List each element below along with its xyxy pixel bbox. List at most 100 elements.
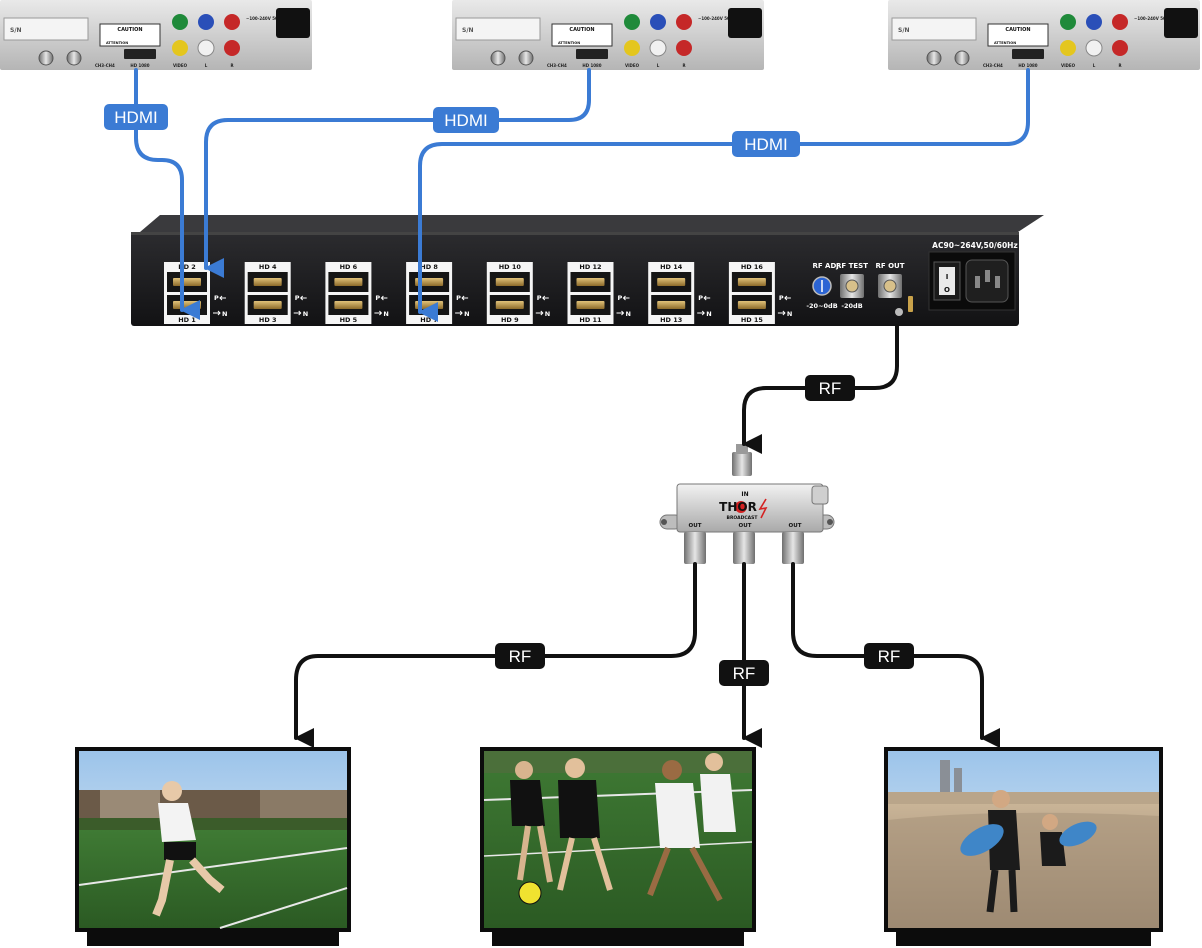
- rf-out-label: RF OUT: [875, 262, 904, 270]
- tv-3: [884, 747, 1163, 946]
- caution-label: CAUTION: [117, 27, 142, 33]
- pn-n-label: N: [303, 310, 308, 318]
- rf-splitter: IN THOR BROADCAST OUT OUT OUT: [659, 444, 835, 564]
- sn-label: S/N: [898, 27, 910, 34]
- pn-n-label: N: [464, 310, 469, 318]
- port-label-top: HD 10: [499, 263, 522, 271]
- channel-label: CH3-CH4: [95, 63, 115, 68]
- rf-cables: [294, 324, 1000, 748]
- svg-text:I: I: [946, 273, 949, 281]
- hdmi-label-1-text: HDMI: [114, 108, 157, 127]
- port-pair-2: HD 4 HD 3 PN: [244, 262, 308, 324]
- audio-left-label: L: [1093, 63, 1096, 68]
- pn-p-label: P: [618, 294, 623, 302]
- port-label-bottom: HD 15: [741, 316, 764, 324]
- audio-right-label: R: [682, 63, 685, 68]
- port-label-bottom: HD 11: [579, 316, 602, 324]
- splitter-out-label-2: OUT: [739, 523, 752, 529]
- hd-port-label: HD 1080: [582, 63, 601, 68]
- audio-left-label: L: [205, 63, 208, 68]
- video-label: VIDEO: [625, 63, 640, 68]
- caution-label: CAUTION: [1005, 27, 1030, 33]
- port-label-top: HD 4: [259, 263, 277, 271]
- hd-port-label: HD 1080: [130, 63, 149, 68]
- hd-port-label: HD 1080: [1018, 63, 1037, 68]
- port-label-top: HD 14: [660, 263, 683, 271]
- hdmi-label-3: HDMI: [732, 131, 800, 157]
- audio-left-label: L: [657, 63, 660, 68]
- port-label-top: HD 8: [420, 263, 438, 271]
- attention-label: ATTENTION: [994, 41, 1016, 45]
- power-input-label: AC90~264V,50/60Hz: [932, 241, 1018, 250]
- attention-label: ATTENTION: [106, 41, 128, 45]
- port-pair-8: HD 16 HD 15 PN: [728, 262, 792, 324]
- thor-broadcast-logo: THOR BROADCAST: [719, 498, 768, 521]
- port-pair-6: HD 12 HD 11 PN: [567, 262, 631, 324]
- pn-p-label: P: [779, 294, 784, 302]
- pn-n-label: N: [545, 310, 550, 318]
- rf-test-level-label: -20dB: [841, 302, 862, 310]
- port-label-top: HD 12: [579, 263, 601, 271]
- power-rating-label: ~100-240V 50/60Hz: [698, 16, 743, 21]
- pn-n-label: N: [383, 310, 388, 318]
- attention-label: ATTENTION: [558, 41, 580, 45]
- hdmi-cable-1: [134, 68, 200, 320]
- rf-label-modulator-text: RF: [819, 379, 842, 398]
- rf-label-tv-2-text: RF: [733, 664, 756, 683]
- pn-p-label: P: [295, 294, 300, 302]
- rf-label-tv-1-text: RF: [509, 647, 532, 666]
- hdmi-label-2: HDMI: [433, 107, 499, 133]
- audio-right-label: R: [230, 63, 233, 68]
- hdmi-cable-2: [204, 68, 591, 278]
- rf-label-tv-2: RF: [719, 660, 769, 686]
- set-top-box-3: S/N CAUTION ATTENTION CH3-CH4 HD 1080 VI…: [888, 0, 1200, 70]
- pn-p-label: P: [698, 294, 703, 302]
- video-label: VIDEO: [1061, 63, 1076, 68]
- port-pair-3: HD 6 HD 5 PN: [325, 262, 389, 324]
- splitter-out-label-1: OUT: [689, 523, 702, 529]
- port-label-bottom: HD 3: [259, 316, 277, 324]
- sn-label: S/N: [10, 27, 22, 34]
- port-label-bottom: HD 1: [178, 316, 196, 324]
- tv-2: [480, 747, 756, 946]
- hdmi-label-1: HDMI: [104, 104, 168, 130]
- port-label-top: HD 6: [340, 263, 358, 271]
- pn-n-label: N: [787, 310, 792, 318]
- svg-text:O: O: [944, 286, 950, 294]
- splitter-in-label: IN: [741, 491, 748, 498]
- rf-adj-label: RF ADJ.: [812, 262, 841, 270]
- tv-1: [75, 747, 351, 946]
- rf-label-tv-1: RF: [495, 643, 545, 669]
- hdmi-label-2-text: HDMI: [444, 111, 487, 130]
- video-label: VIDEO: [173, 63, 188, 68]
- rf-label-modulator: RF: [805, 375, 855, 401]
- audio-right-label: R: [1118, 63, 1121, 68]
- pn-p-label: P: [537, 294, 542, 302]
- port-label-top: HD 2: [178, 263, 196, 271]
- channel-label: CH3-CH4: [983, 63, 1003, 68]
- port-label-top: HD 16: [741, 263, 764, 271]
- pn-n-label: N: [706, 310, 711, 318]
- port-label-bottom: HD 5: [340, 316, 358, 324]
- sn-label: S/N: [462, 27, 474, 34]
- rf-label-tv-3: RF: [864, 643, 914, 669]
- pn-p-label: P: [375, 294, 380, 302]
- hdmi-cable-3: [418, 68, 1030, 322]
- power-rating-label: ~100-240V 50/60Hz: [246, 16, 291, 21]
- pn-n-label: N: [222, 310, 227, 318]
- port-label-bottom: HD 7: [420, 316, 438, 324]
- pn-p-label: P: [456, 294, 461, 302]
- splitter-out-label-3: OUT: [789, 523, 802, 529]
- pn-n-label: N: [626, 310, 631, 318]
- port-label-bottom: HD 13: [660, 316, 682, 324]
- caution-label: CAUTION: [569, 27, 594, 33]
- rf-test-label: RF TEST: [836, 262, 868, 270]
- port-pair-7: HD 14 HD 13 PN: [648, 262, 712, 324]
- brand-label: THOR: [719, 500, 757, 514]
- set-top-box-2: S/N CAUTION ATTENTION CH3-CH4 HD 1080 VI…: [452, 0, 764, 70]
- rf-label-tv-3-text: RF: [878, 647, 901, 666]
- sub-brand-label: BROADCAST: [727, 515, 759, 521]
- port-pair-1: HD 2HD 1PN: [164, 262, 227, 324]
